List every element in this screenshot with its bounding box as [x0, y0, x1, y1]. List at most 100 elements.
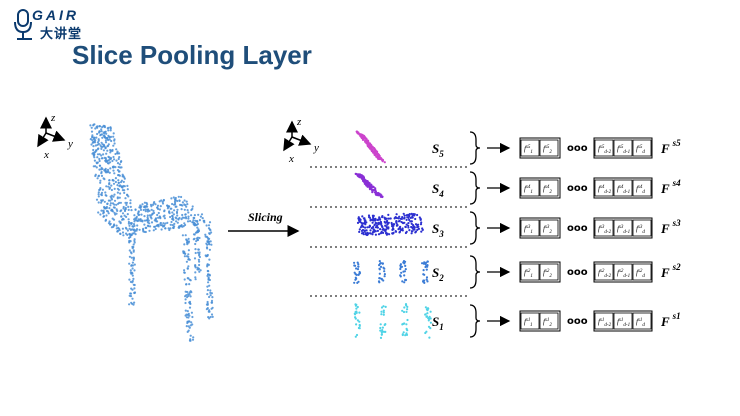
chair-point	[198, 263, 201, 267]
slice-point	[425, 315, 429, 318]
slice-label-sub: 5	[439, 149, 444, 159]
slice-point	[377, 218, 380, 221]
chair-point	[109, 204, 112, 207]
feature-cell	[539, 312, 559, 330]
chair-point	[168, 212, 171, 215]
feature-group-end	[593, 137, 653, 159]
chair-point	[157, 225, 160, 228]
chair-point	[185, 217, 188, 220]
feature-cell	[632, 139, 652, 157]
slice-point	[369, 186, 373, 189]
slice-point	[402, 310, 406, 314]
chair-point	[103, 124, 106, 128]
slice-point	[356, 319, 359, 322]
chair-point	[142, 227, 145, 230]
slice-point	[371, 221, 374, 224]
chair-point	[154, 203, 157, 206]
chair-point	[164, 227, 167, 230]
slice-point	[412, 213, 415, 216]
slice-point	[358, 324, 361, 327]
slice-point	[398, 219, 401, 223]
chair-point	[119, 192, 122, 195]
chair-point	[184, 234, 187, 237]
slice-point	[380, 313, 383, 316]
chair-point	[205, 308, 208, 311]
slice-point	[357, 326, 360, 330]
slice-point	[379, 265, 383, 268]
chair-point	[109, 126, 112, 129]
chair-point	[92, 140, 95, 143]
feature-vector-sup: s3	[672, 218, 682, 228]
chair-point	[197, 213, 200, 216]
chair-point	[101, 188, 104, 191]
chair-point	[192, 216, 195, 219]
slice-point	[365, 229, 368, 232]
slice-point	[401, 333, 404, 337]
chair-point	[201, 217, 204, 220]
axis-gizmo-left: z y x	[37, 112, 73, 161]
feature-cell-label: fs4d-1	[617, 185, 630, 195]
chair-point	[196, 220, 199, 223]
chair-point	[147, 208, 150, 211]
slice-point	[402, 212, 405, 215]
chair-point	[131, 261, 134, 264]
slice-point	[399, 217, 402, 220]
feature-cell	[520, 139, 540, 157]
chair-point	[163, 209, 166, 212]
chair-point	[177, 218, 180, 221]
chair-point	[137, 211, 140, 214]
chair-point	[183, 203, 186, 206]
chair-point	[156, 206, 159, 209]
chair-point	[208, 240, 211, 243]
chair-point	[116, 169, 120, 172]
chair-point	[207, 270, 210, 273]
chair-point	[116, 150, 119, 153]
chair-point	[103, 205, 106, 209]
chair-point	[124, 201, 127, 204]
chair-point	[133, 291, 136, 295]
feature-cell	[613, 312, 633, 330]
slice-brace	[469, 255, 481, 289]
chair-point	[198, 219, 201, 222]
slice-brace	[469, 131, 481, 165]
slice-point	[399, 264, 402, 267]
chair-point	[126, 188, 129, 191]
chair-point	[133, 287, 136, 290]
slice-point	[412, 224, 415, 227]
slice-point	[410, 220, 413, 223]
slice-point	[410, 225, 413, 229]
chair-point	[127, 195, 130, 198]
axis-z-label: z	[50, 112, 56, 124]
chair-point	[206, 254, 209, 257]
chair-point	[208, 278, 211, 282]
slice-point	[381, 262, 384, 265]
chair-point	[150, 221, 154, 224]
slice-point	[353, 261, 356, 264]
chair-point	[169, 215, 172, 219]
feature-cell	[613, 179, 633, 197]
chair-point	[127, 208, 130, 211]
chair-point	[128, 236, 131, 239]
chair-point	[207, 238, 210, 241]
chair-point	[97, 139, 100, 142]
slice-point	[419, 223, 423, 226]
chair-point	[101, 143, 104, 146]
chair-point	[189, 334, 192, 337]
slice-point	[395, 216, 398, 220]
chair-point	[169, 227, 172, 230]
slice-point	[419, 218, 422, 221]
chair-point	[168, 228, 171, 232]
chair-point	[187, 265, 190, 268]
slice-point	[392, 232, 395, 235]
chair-point	[108, 183, 111, 186]
chair-point	[181, 201, 184, 204]
chair-point	[188, 283, 191, 286]
chair-point	[95, 166, 98, 169]
slice-point	[354, 313, 357, 316]
chair-point	[194, 264, 197, 267]
chair-point	[100, 130, 103, 133]
chair-point	[133, 283, 136, 287]
slice-point	[389, 217, 392, 220]
chair-point	[100, 209, 103, 212]
